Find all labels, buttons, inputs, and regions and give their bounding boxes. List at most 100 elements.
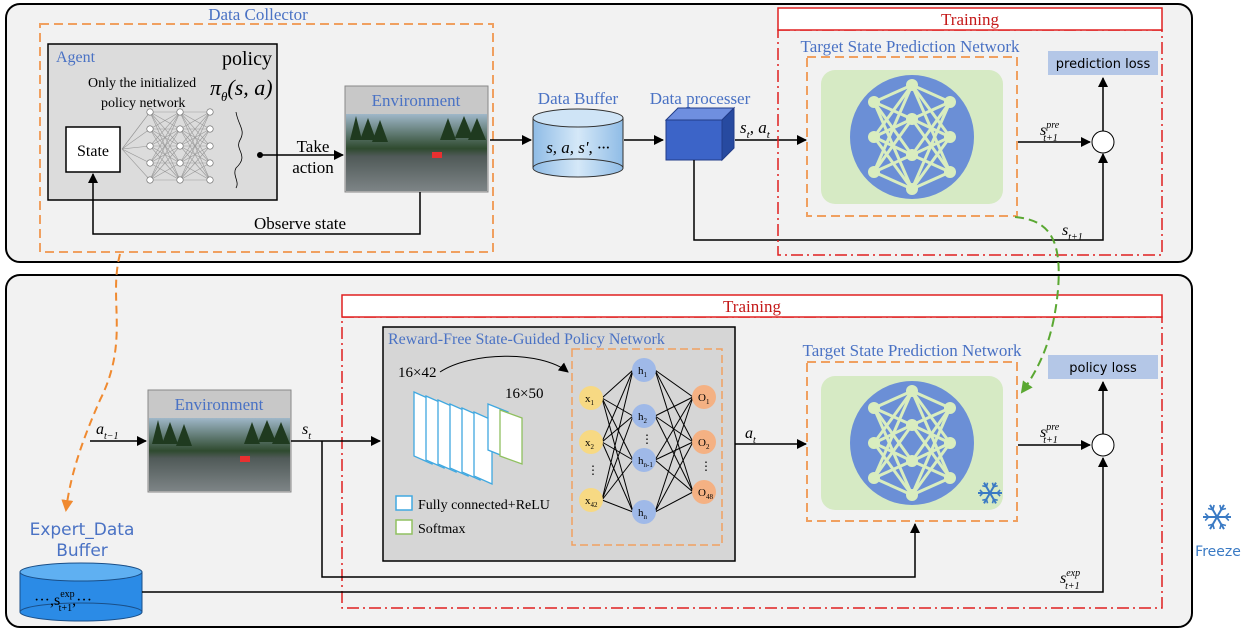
softmax-layer — [499, 409, 523, 465]
agent-net-node — [146, 142, 154, 150]
target-net-edge — [873, 389, 913, 410]
agent-net-edge — [179, 145, 211, 181]
mlp-edge — [601, 369, 634, 399]
snowflake-arm — [983, 482, 991, 494]
trees-top — [350, 116, 486, 142]
target-net-edge — [872, 390, 914, 444]
snowflake-branch — [1219, 524, 1222, 530]
target-net-top — [850, 75, 974, 199]
target-net-node — [906, 183, 918, 195]
agent-net-node — [176, 176, 184, 184]
agent-net-node — [206, 176, 214, 184]
state-label: State — [77, 143, 109, 160]
target-net-edge — [910, 101, 952, 190]
target-net-edge — [872, 84, 914, 173]
hidden-node — [632, 448, 656, 472]
mlp-edge — [654, 441, 694, 461]
target-net-node — [906, 455, 918, 467]
data-processor-cube — [664, 106, 736, 162]
mlp-edge — [654, 396, 694, 513]
mlp-edge — [601, 369, 634, 443]
target-state-label-bottom: Target State Prediction Network — [803, 341, 1022, 360]
environment-label-bottom: Environment — [175, 395, 264, 414]
input-label: x2 — [585, 437, 595, 451]
target-net-edge — [873, 459, 913, 480]
input-label: x42 — [585, 495, 598, 509]
agent-net-node — [146, 125, 154, 133]
hidden-label: hn-1 — [638, 455, 653, 469]
target-net-node — [868, 402, 880, 414]
agent-net-edge — [179, 128, 211, 181]
snowflake-branch — [1207, 523, 1213, 527]
agent-net-node — [146, 176, 154, 184]
st-label-bottom: st — [302, 421, 311, 442]
mlp-edge — [601, 415, 634, 443]
hidden-ellipsis: ⋮ — [641, 432, 653, 446]
mlp-edge — [601, 499, 634, 513]
hidden-label: h2 — [638, 411, 648, 425]
target-net-node — [906, 419, 918, 431]
target-net-node — [906, 489, 918, 501]
target-net-node — [868, 166, 880, 178]
expert-buffer-cylinder — [19, 562, 143, 622]
agent-policy-network — [121, 108, 214, 184]
hidden-node — [632, 404, 656, 428]
mlp-edges — [601, 369, 694, 513]
policy-loss-label: policy loss — [1069, 361, 1137, 376]
data-buffer-label: Data Buffer — [538, 89, 619, 108]
snowflake-branch — [1212, 504, 1215, 510]
training-header-bottom — [341, 294, 1163, 318]
snowflake-branch — [1212, 524, 1215, 530]
next-state-line-top — [693, 153, 1108, 241]
legend-softmax-swatch — [395, 519, 413, 535]
agent-net-edge — [121, 145, 151, 150]
policy-symbol: πθ(s, a) — [210, 75, 273, 104]
snowflake-branch — [996, 489, 1001, 494]
observe-state-line — [88, 173, 421, 235]
data-collector-box — [39, 23, 494, 253]
snowflake-branch — [1204, 512, 1210, 518]
agent-net-edge — [179, 111, 211, 130]
snowflake-branch — [1224, 516, 1230, 522]
data-buffer-cylinder — [532, 108, 624, 178]
output-label: O2 — [698, 437, 710, 451]
output-label: O1 — [698, 392, 710, 406]
observe-state-label: Observe state — [254, 214, 346, 233]
target-net-edge — [911, 476, 951, 497]
legend-fc-swatch — [395, 495, 413, 511]
target-net-node — [906, 149, 918, 161]
environment-label-top: Environment — [372, 91, 461, 110]
dim2-label: 16×50 — [505, 386, 543, 402]
mlp-edge — [601, 441, 634, 513]
agent-net-edge — [149, 128, 181, 181]
target-net-box-top — [806, 56, 1018, 217]
input-node — [579, 430, 603, 454]
output-ellipsis: ⋮ — [700, 459, 712, 473]
output-label: O48 — [698, 487, 713, 501]
target-net-node — [944, 166, 956, 178]
training-header-top — [777, 7, 1163, 31]
distribution-curve-icon — [234, 111, 243, 189]
agent-net-edge — [121, 148, 151, 181]
snowflake-arm — [1209, 516, 1218, 530]
agent-label: Agent — [56, 49, 96, 66]
data-buffer-content: s, a, s', ··· — [546, 138, 610, 157]
agent-net-edge — [149, 111, 181, 130]
mlp-edge — [654, 396, 694, 461]
st-at-label-top: st, at — [740, 118, 771, 141]
snowflake-branch — [1219, 504, 1222, 510]
snowflake-arm — [989, 482, 997, 494]
collector-to-expert-arrow — [61, 253, 121, 512]
target-net-edge — [910, 407, 952, 496]
hidden-node — [632, 500, 656, 524]
snowflake-branch — [1204, 516, 1210, 522]
target-net-edge — [873, 476, 913, 497]
only-init-line1: Only the initialized — [88, 76, 196, 91]
snowflake-branch — [1221, 523, 1227, 527]
agent-net-node — [206, 142, 214, 150]
s-next-label-top: st+1 — [1062, 222, 1083, 243]
